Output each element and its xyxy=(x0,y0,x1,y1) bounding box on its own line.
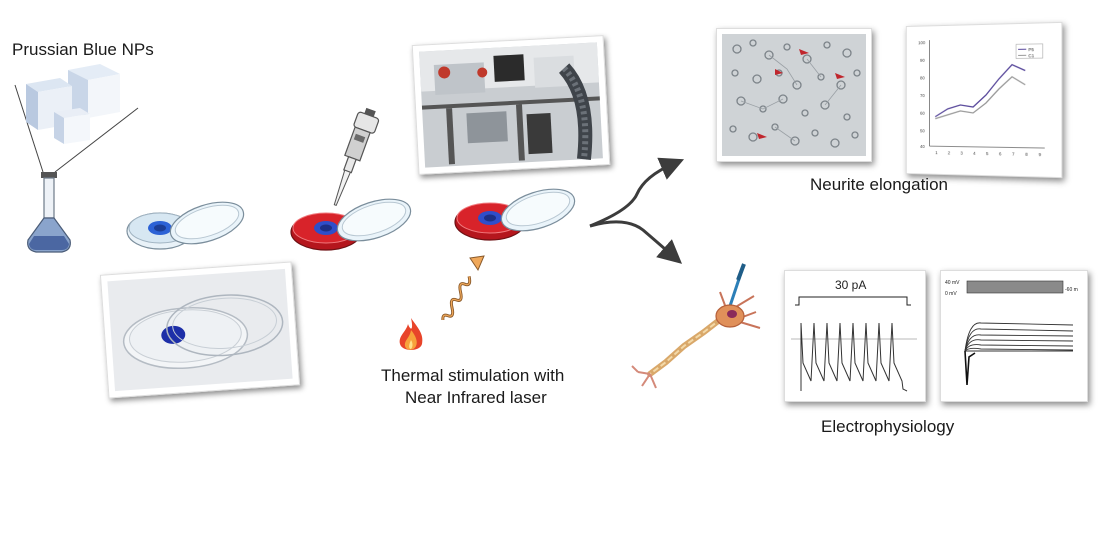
current-step-label: 30 pA xyxy=(835,278,866,292)
electrophysiology-label: Electrophysiology xyxy=(821,417,955,436)
petri-dish-red-medium-2 xyxy=(454,188,576,241)
x-tick: 3 xyxy=(960,151,963,156)
x-tick: 4 xyxy=(973,151,976,156)
y-tick: 90 xyxy=(920,58,925,63)
neuron-illustration xyxy=(631,263,761,389)
y-tick: 70 xyxy=(920,93,925,98)
series-c1-line xyxy=(935,77,1025,120)
x-tick: 9 xyxy=(1039,152,1042,157)
neurite-elongation-label: Neurite elongation xyxy=(810,175,948,194)
pipette-icon xyxy=(333,107,380,207)
current-clamp-trace: 30 pA xyxy=(784,270,926,402)
arrow-up xyxy=(589,157,685,228)
cube-small xyxy=(54,108,90,144)
y-tick: 100 xyxy=(918,40,926,45)
volumetric-flask-icon xyxy=(27,172,71,253)
flame-icon xyxy=(399,318,423,350)
neurite-growth-plot: 100 90 80 70 60 50 40 1 2 3 4 5 6 7 8 9 … xyxy=(905,21,1063,179)
inward-current xyxy=(964,350,976,386)
series-p5-line xyxy=(935,64,1025,117)
x-tick: 6 xyxy=(999,151,1002,156)
y-tick: 50 xyxy=(920,128,925,133)
x-tick: 7 xyxy=(1012,151,1015,156)
branch-arrows xyxy=(589,157,685,264)
growth-plot-svg: 100 90 80 70 60 50 40 1 2 3 4 5 6 7 8 9 … xyxy=(918,23,1062,157)
petri-dish-photo xyxy=(99,261,301,399)
x-tick: 2 xyxy=(948,150,951,155)
legend-p5: P5 xyxy=(1028,47,1034,52)
x-tick: 8 xyxy=(1025,152,1028,157)
voltage-clamp-trace: 40 mV 0 mV -60 m xyxy=(940,270,1088,402)
legend-c1: C1 xyxy=(1028,53,1034,58)
nps-title: Prussian Blue NPs xyxy=(12,40,154,59)
x-tick: 5 xyxy=(986,151,989,156)
vclamp-bottom-label: 0 mV xyxy=(945,291,957,297)
thermal-label-line2: Near Infrared laser xyxy=(405,388,547,407)
petri-dish-nps-coated xyxy=(126,201,245,250)
action-potential-spikes xyxy=(800,322,908,392)
neurite-microscopy-photo xyxy=(716,28,872,162)
vclamp-top-label: 40 mV xyxy=(945,280,960,286)
x-tick: 1 xyxy=(935,150,938,155)
petri-dish-red-medium-1 xyxy=(290,198,412,251)
y-tick: 80 xyxy=(920,75,925,80)
y-tick: 40 xyxy=(920,144,925,149)
cube-back xyxy=(68,64,120,118)
nir-laser-wave-icon xyxy=(441,255,485,320)
y-tick: 60 xyxy=(920,111,925,116)
nanoparticle-cubes-illustration xyxy=(14,64,139,253)
thermal-label-line1: Thermal stimulation with xyxy=(381,366,565,385)
arrow-down xyxy=(589,220,683,264)
laser-setup-photo xyxy=(411,35,611,175)
vclamp-right-label: -60 m xyxy=(1065,287,1078,293)
